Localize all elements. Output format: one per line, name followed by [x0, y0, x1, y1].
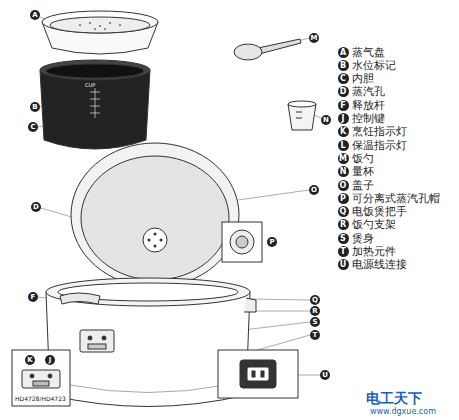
callout-letter: R — [310, 306, 320, 316]
legend-letter: S — [338, 233, 349, 244]
legend-letter: L — [338, 140, 349, 151]
part-name: 可分离式蒸汽孔帽 — [352, 192, 440, 205]
vent-cap-detail — [222, 222, 262, 262]
part-name: 保温指示灯 — [352, 139, 407, 152]
legend-letter: K — [338, 126, 349, 137]
water-level-mark: CUP — [85, 82, 95, 88]
part-name: 量杯 — [352, 165, 374, 178]
measuring-cup — [288, 101, 316, 130]
watermark-url: www.dgxue.com — [370, 407, 436, 417]
callout-letter: S — [310, 317, 320, 327]
steamer-tray — [42, 11, 158, 54]
legend-letter: J — [338, 113, 349, 124]
part-name: 烹饪指示灯 — [352, 125, 407, 138]
callout-letter: U — [320, 370, 330, 380]
part-name: 饭勺支架 — [352, 218, 396, 231]
part-name: 加热元件 — [352, 245, 396, 258]
legend-letter: D — [338, 86, 349, 97]
callout-letter: T — [310, 330, 320, 340]
legend-letter: F — [338, 100, 349, 111]
part-name: 蒸汽孔 — [352, 85, 385, 98]
legend-letter: T — [338, 246, 349, 257]
legend-letter: R — [338, 219, 349, 230]
part-name: 电源线连接 — [352, 258, 407, 271]
callout-letter: K — [25, 355, 35, 365]
callout-letter: O — [309, 185, 319, 195]
rice-spoon — [234, 39, 301, 60]
part-name: 内胆 — [352, 72, 374, 85]
control-panel-inset — [12, 350, 70, 406]
callout-letter: A — [30, 10, 40, 20]
callout-letter: C — [28, 122, 38, 132]
lid — [71, 143, 239, 290]
watermark: 电工天下 — [366, 390, 422, 406]
inner-pot — [40, 60, 150, 149]
part-name: 电饭煲把手 — [352, 205, 407, 218]
legend-letter: M — [338, 153, 349, 164]
callout-letter: M — [309, 33, 319, 43]
legend-letter: B — [338, 60, 349, 71]
part-name: 煲身 — [352, 232, 374, 245]
callout-letter: N — [321, 115, 331, 125]
part-name: 释放杆 — [352, 99, 385, 112]
callout-letter: Q — [310, 295, 320, 305]
part-name: 蒸气盘 — [352, 46, 385, 59]
callout-letter: B — [30, 102, 40, 112]
power-socket-detail — [218, 350, 298, 398]
model-number: HD4728/HD4723 — [15, 395, 66, 402]
part-name: 水位标记 — [352, 59, 396, 72]
legend-letter: P — [338, 193, 349, 204]
callout-letter: D — [31, 202, 41, 212]
part-name: 盖子 — [352, 179, 374, 192]
legend-letter: N — [338, 166, 349, 177]
callout-letter: P — [267, 237, 277, 247]
legend-letter: U — [338, 259, 349, 270]
callout-letter: J — [45, 355, 55, 365]
callout-letter: F — [28, 292, 38, 302]
legend-letter: O — [338, 180, 349, 191]
part-name: 饭勺 — [352, 152, 374, 165]
legend-letter: Q — [338, 206, 349, 217]
legend-letter: A — [338, 47, 349, 58]
legend-letter: C — [338, 73, 349, 84]
part-name: 控制键 — [352, 112, 385, 125]
